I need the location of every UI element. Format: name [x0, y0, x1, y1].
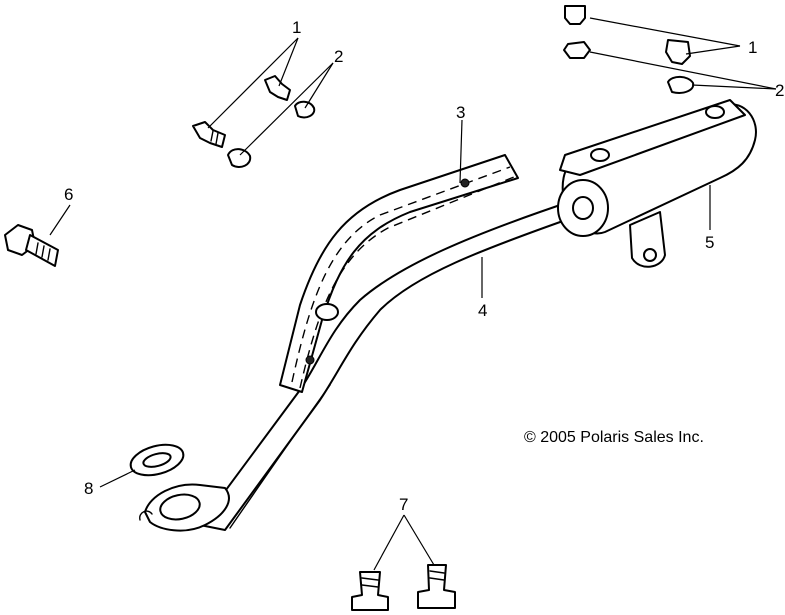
callout-1-right: 1 — [748, 38, 757, 57]
bolt-6 — [4, 224, 59, 267]
bolt-1-top — [564, 5, 586, 25]
callout-5: 5 — [705, 233, 714, 252]
exhaust-pipe — [199, 199, 581, 531]
callout-1-left: 1 — [292, 18, 301, 37]
callout-4: 4 — [478, 301, 487, 320]
bolt-1-large — [192, 121, 226, 148]
callout-3: 3 — [456, 103, 465, 122]
pipe-flange — [139, 483, 230, 532]
nut-2-large — [227, 148, 252, 168]
callout-2-left: 2 — [334, 47, 343, 66]
bolt-1-small — [264, 75, 291, 101]
bolt-1-right — [665, 39, 691, 65]
nut-2-top — [563, 41, 591, 59]
exhaust-gasket — [129, 443, 185, 477]
nut-2-right — [667, 75, 695, 94]
callout-2-right: 2 — [775, 81, 784, 100]
copyright-notice: © 2005 Polaris Sales Inc. — [524, 429, 704, 446]
callout-8: 8 — [84, 479, 93, 498]
callout-7: 7 — [399, 495, 408, 514]
callout-6: 6 — [64, 185, 73, 204]
nut-2-small — [294, 100, 316, 119]
bolt-7-right — [417, 564, 456, 609]
heat-shield — [279, 154, 519, 393]
bolt-7-left — [351, 571, 389, 611]
muffler — [557, 99, 757, 268]
callout-labels: 1 2 3 4 5 6 7 8 1 2 — [64, 18, 784, 514]
leader-lines — [49, 17, 777, 571]
